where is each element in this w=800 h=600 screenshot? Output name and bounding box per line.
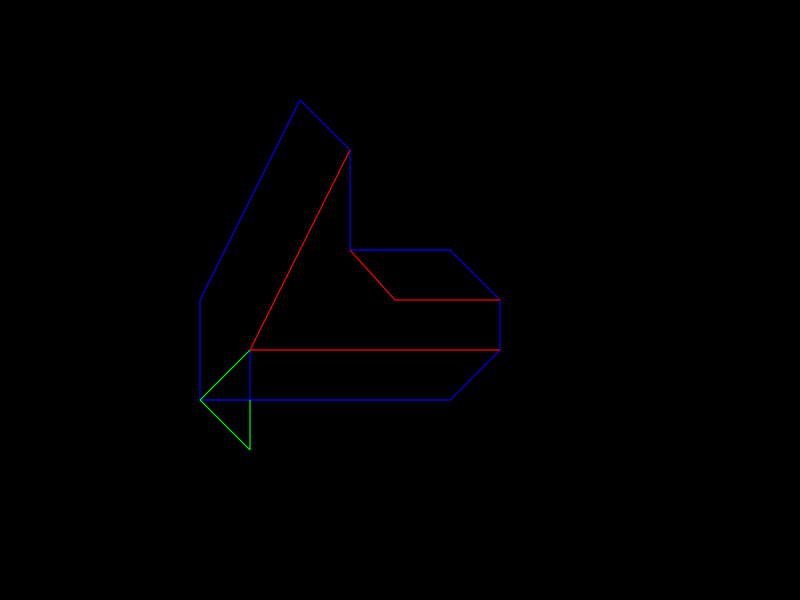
outline-edges: [199, 99, 501, 401]
axis-edge: [199, 399, 251, 451]
inner-edge: [249, 149, 351, 351]
outline-edge: [299, 99, 351, 151]
outline-edge: [199, 99, 301, 301]
outline-edge: [449, 249, 501, 301]
inner-edge: [349, 249, 396, 301]
axis-edge: [199, 349, 251, 401]
axis-edges: [199, 349, 251, 451]
inner-edges: [249, 149, 500, 351]
outline-edge: [449, 349, 501, 401]
